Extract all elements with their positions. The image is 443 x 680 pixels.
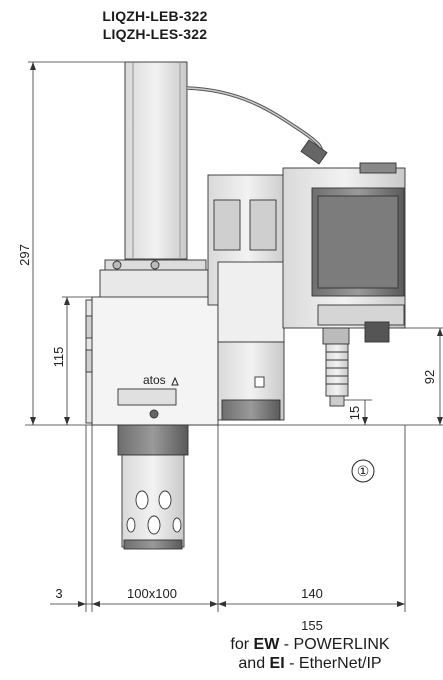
dim-115: 115 (51, 347, 66, 368)
callout-number: ① (357, 464, 370, 480)
note-ew: for EW - POWERLINK (230, 636, 390, 653)
dim-3: 3 (55, 586, 62, 601)
electronics-module (207, 162, 406, 421)
dim-15: 15 (347, 406, 362, 420)
valve-body (85, 61, 219, 550)
dim-140: 140 (301, 586, 323, 601)
dimension-arrows (30, 62, 443, 607)
dim-155: 155 (301, 618, 323, 633)
dim-100x100: 100x100 (127, 586, 177, 601)
model-title-les: LIQZH-LES-322 (102, 26, 208, 42)
note-ei: and EI - EtherNet/IP (238, 655, 382, 672)
cable (186, 86, 323, 161)
dim-297: 297 (17, 244, 32, 266)
callout-circle (351, 459, 375, 483)
triangle-icon (171, 376, 179, 386)
model-title-leb: LIQZH-LEB-322 (102, 8, 208, 24)
dim-92: 92 (422, 370, 437, 384)
brand-logo: atos (143, 373, 166, 387)
